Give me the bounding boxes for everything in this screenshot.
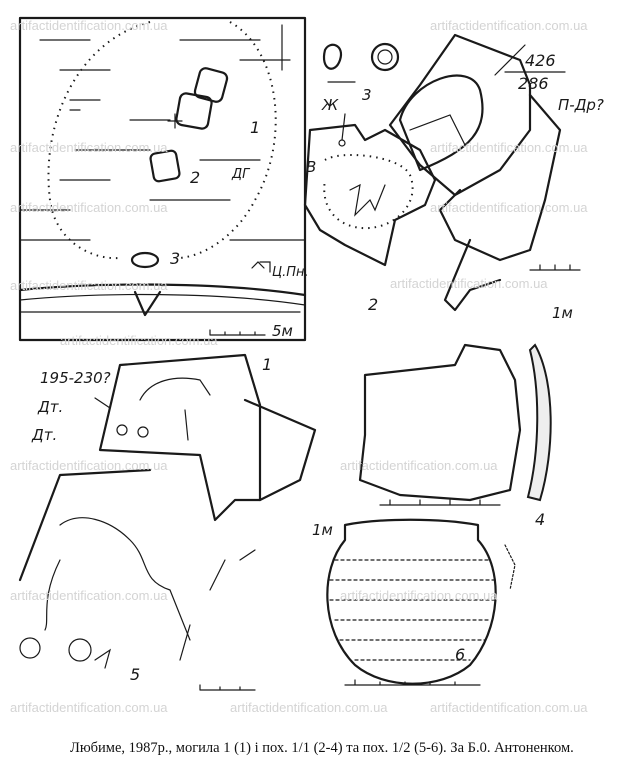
center-label: Ц.Пн. [272, 265, 309, 280]
panel-1-mound-plan: 1 2 3 ДГ Ц.Пн. 5м 1 [18, 16, 309, 374]
dg-label: ДГ [231, 167, 251, 182]
panel-number: 1 [262, 355, 272, 374]
watermark: artifactidentification.com.ua [430, 700, 588, 715]
dt-label: Дт. [37, 398, 63, 416]
panel-number: 5 [130, 665, 140, 684]
watermark: artifactidentification.com.ua [10, 200, 168, 215]
watermark: artifactidentification.com.ua [390, 276, 548, 291]
watermark-layer: artifactidentification.com.ua artifactid… [10, 18, 588, 715]
watermark: artifactidentification.com.ua [230, 700, 388, 715]
watermark: artifactidentification.com.ua [430, 18, 588, 33]
panel-3-burial-pit: 195-230? Дт. Дт. [31, 353, 317, 522]
dims-bottom-label: 286 [518, 74, 549, 93]
watermark: artifactidentification.com.ua [340, 588, 498, 603]
watermark: artifactidentification.com.ua [430, 200, 588, 215]
watermark: artifactidentification.com.ua [10, 588, 168, 603]
watermark: artifactidentification.com.ua [10, 700, 168, 715]
period-label: П-Др? [558, 96, 604, 114]
dt-label: Дт. [31, 426, 57, 444]
burial-3-label: 3 [170, 249, 180, 268]
watermark: artifactidentification.com.ua [10, 458, 168, 473]
panel-6-vessel: 6 [326, 518, 516, 686]
dims-top-label: 426 [525, 51, 556, 70]
depth-label: 195-230? [40, 369, 111, 387]
scale-1m-label: 1м [552, 304, 573, 322]
watermark: artifactidentification.com.ua [430, 140, 588, 155]
burial-2-label: 2 [190, 168, 200, 187]
watermark: artifactidentification.com.ua [10, 278, 168, 293]
panel-5-burial: 1м 5 [18, 468, 333, 691]
panel-4-sherd: 4 [358, 343, 552, 529]
scale-5m-label: 5м [272, 322, 293, 340]
ring-number-label: 3 [362, 86, 372, 104]
scale-1m-label: 1м [312, 521, 333, 539]
burial-1-label: 1 [250, 118, 260, 137]
watermark: artifactidentification.com.ua [10, 140, 168, 155]
watermark: artifactidentification.com.ua [10, 18, 168, 33]
watermark: artifactidentification.com.ua [60, 333, 218, 348]
v-label: В [306, 158, 316, 176]
panel-number: 4 [535, 510, 545, 529]
watermark: artifactidentification.com.ua [340, 458, 498, 473]
panel-number: 2 [368, 295, 378, 314]
panel-number: 6 [455, 645, 465, 664]
figure-caption: Любиме, 1987р., могила 1 (1) і пох. 1/1 … [70, 740, 574, 756]
panel-2-burial-plan: 426 286 П-Др? Ж 3 В 1м 2 [303, 33, 604, 322]
zh-label: Ж [321, 96, 339, 114]
